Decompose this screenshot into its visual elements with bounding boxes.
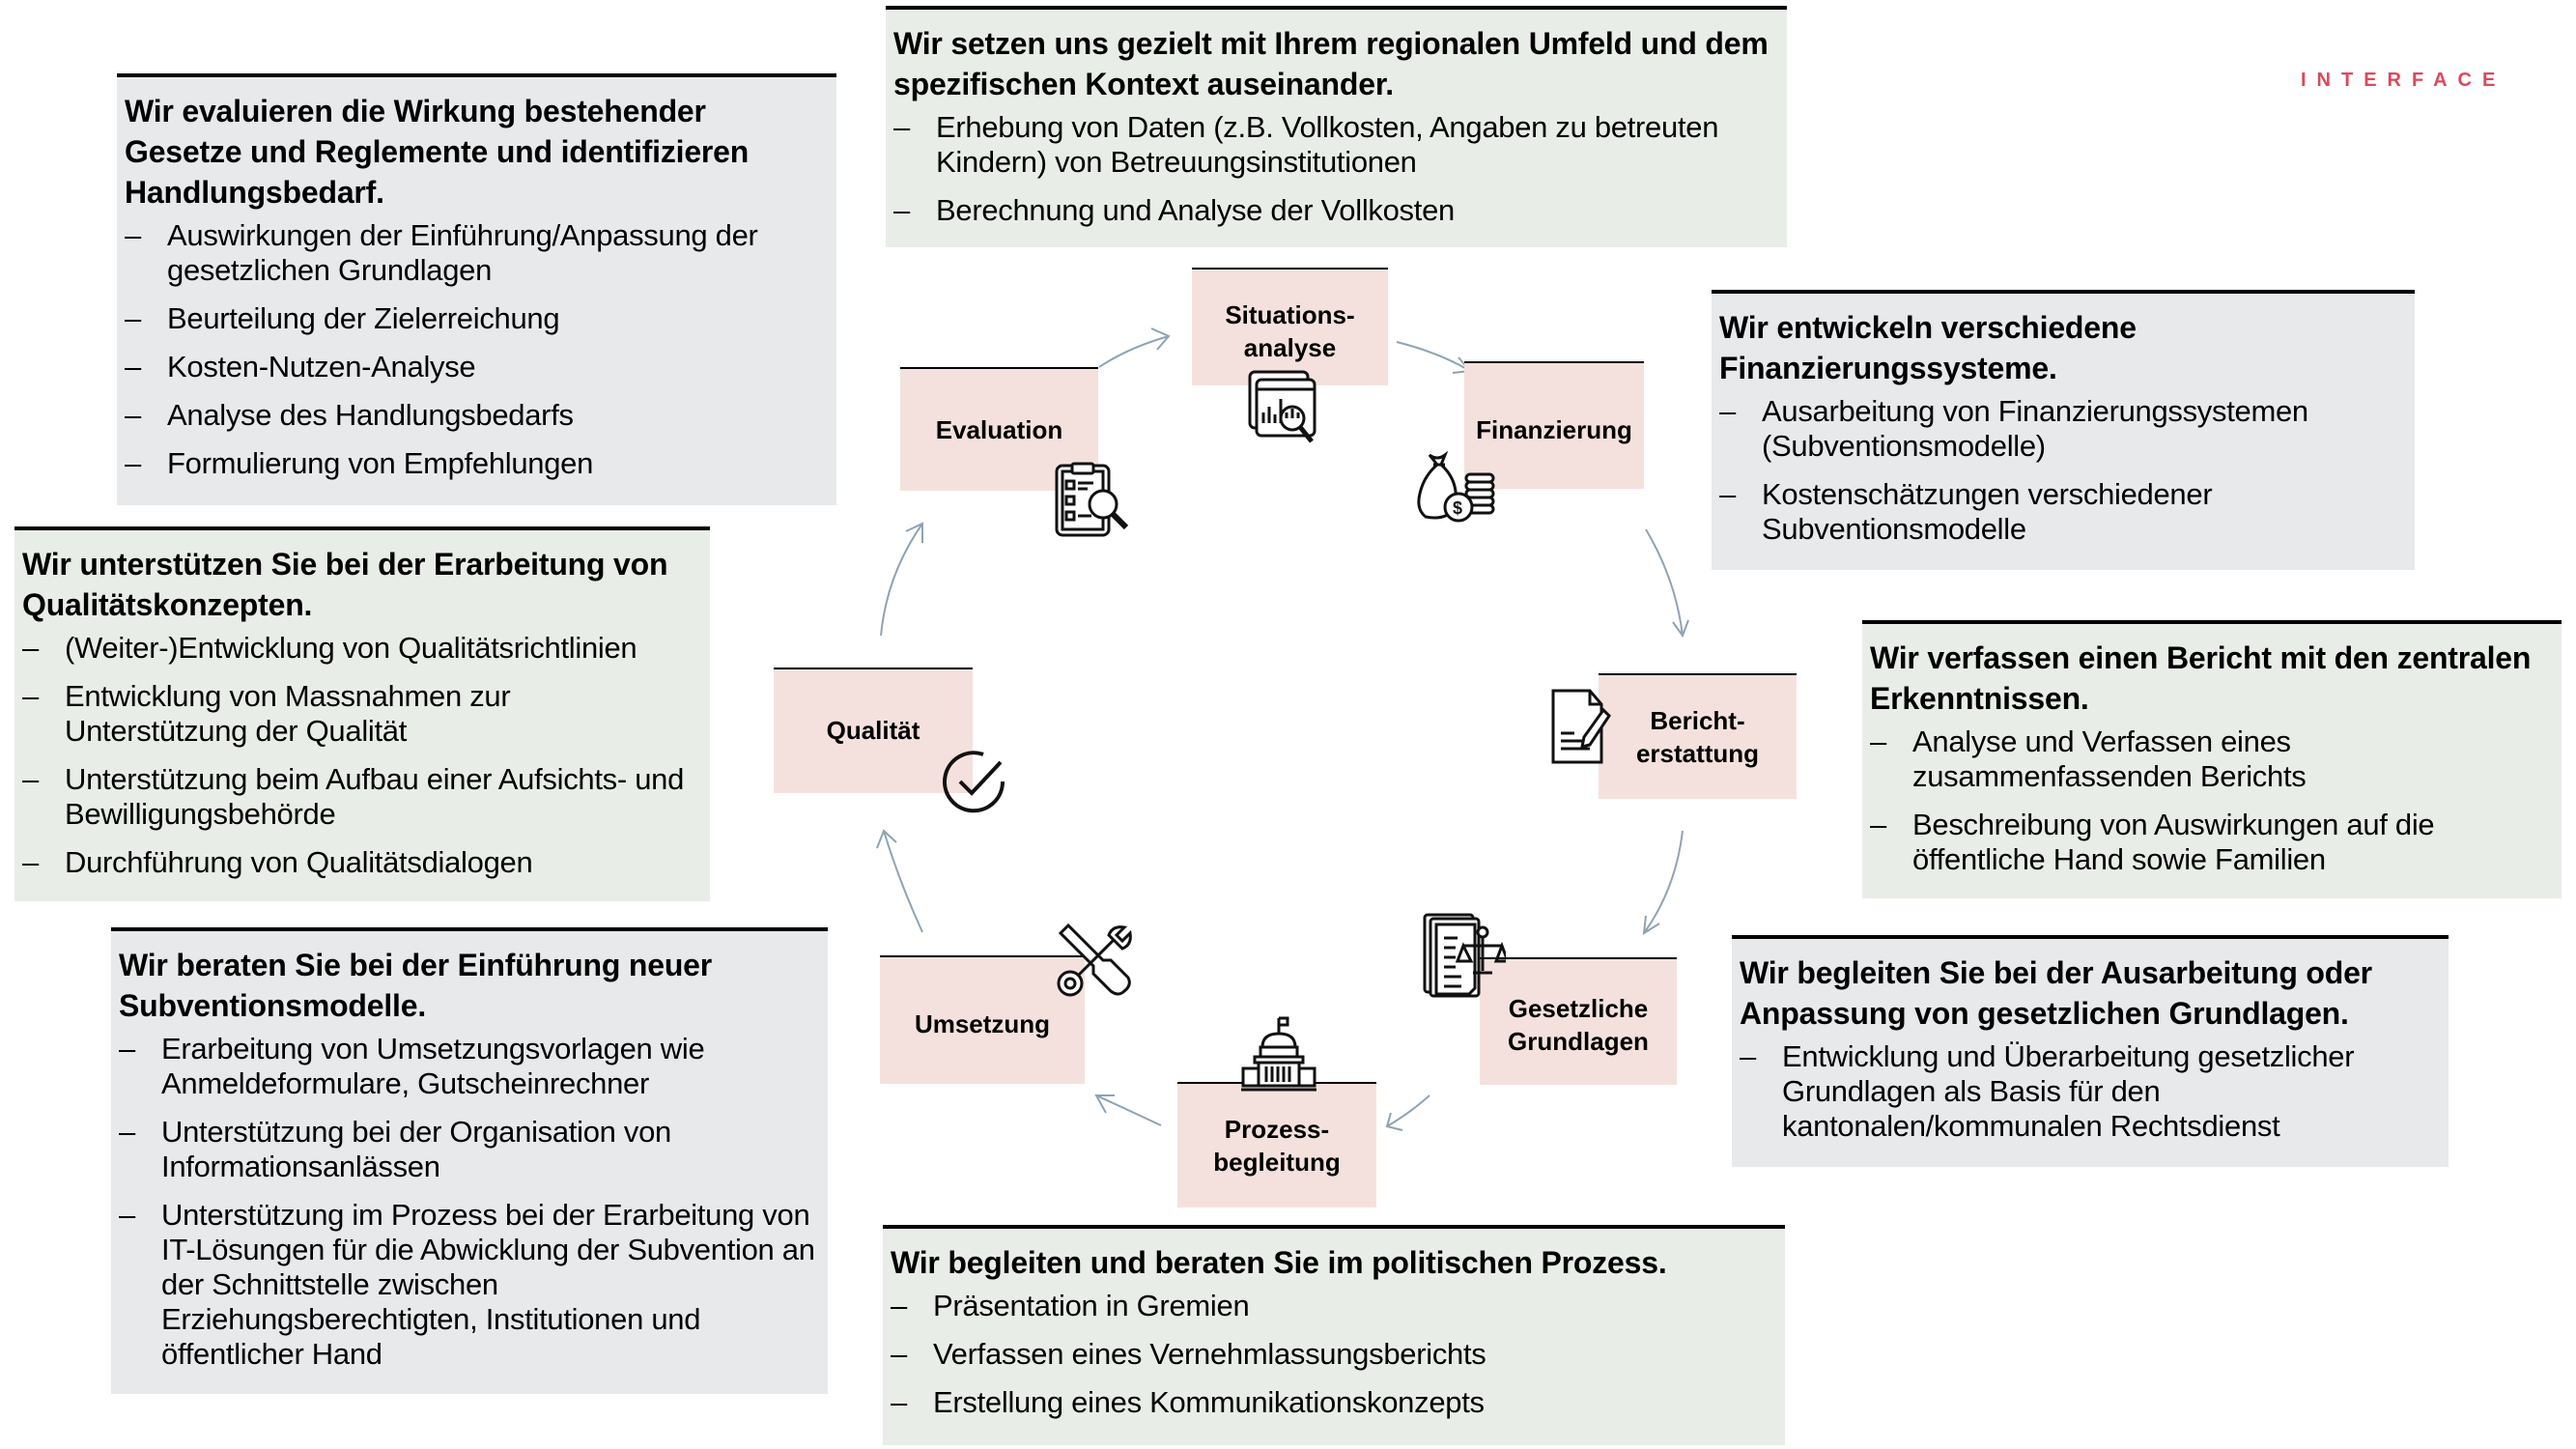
list-item: –Ausarbeitung von Finanzierungssystemen …: [1719, 394, 2308, 463]
list-item: –Entwicklung von Massnahmen zur Unterstü…: [22, 679, 511, 748]
list-item: –Entwicklung und Überarbeitung gesetzlic…: [1740, 1039, 2355, 1143]
arrow-umsetzung-to-qualitaet: [876, 829, 923, 933]
step-prozessbegleitung[interactable]: Prozess- begleitung: [1177, 1082, 1376, 1208]
list-item: –Präsentation in Gremien: [891, 1289, 1250, 1322]
step-label-line1: Prozess-: [1224, 1115, 1330, 1144]
step-label-line2: Grundlagen: [1508, 1027, 1649, 1056]
card-list: –Analyse und Verfassen eines zusammenfas…: [1870, 724, 2552, 877]
step-label-line2: analyse: [1243, 333, 1337, 362]
list-item: –Unterstützung im Prozess bei der Erarbe…: [119, 1198, 815, 1371]
card-list: –Auswirkungen der Einführung/Anpassung d…: [125, 218, 827, 481]
list-item: –Durchführung von Qualitätsdialogen: [22, 845, 533, 879]
list-item: –Kosten-Nutzen-Analyse: [125, 350, 476, 384]
card-list: –(Weiter-)Entwicklung von Qualitätsricht…: [22, 631, 700, 880]
step-label-line1: Bericht-: [1650, 706, 1745, 735]
list-item: –Verfassen eines Vernehmlassungsberichts: [891, 1337, 1486, 1371]
law-documents-icon: [1423, 913, 1506, 998]
list-item: –(Weiter-)Entwicklung von Qualitätsricht…: [22, 631, 637, 665]
card-title: Wir unterstützen Sie bei der Erarbeitung…: [22, 547, 668, 622]
step-umsetzung[interactable]: Umsetzung: [880, 955, 1085, 1084]
step-qualitaet[interactable]: Qualität: [774, 668, 973, 793]
list-item: –Kostenschätzungen verschiedener Subvent…: [1719, 477, 2213, 546]
list-item: –Analyse und Verfassen eines zusammenfas…: [1870, 724, 2307, 793]
card-title: Wir begleiten Sie bei der Ausarbeitung o…: [1740, 955, 2372, 1031]
report-writing-icon: [1551, 689, 1611, 764]
step-label-line1: Gesetzliche: [1508, 994, 1649, 1023]
list-item: –Unterstützung beim Aufbau einer Aufsich…: [22, 762, 685, 831]
step-label-line2: begleitung: [1213, 1148, 1341, 1177]
list-item: –Erarbeitung von Umsetzungsvorlagen wie …: [119, 1032, 705, 1100]
data-analysis-icon: [1248, 370, 1316, 443]
arrow-berichterstattung-to-gesetzliche: [1642, 830, 1684, 935]
step-situationsanalyse[interactable]: Situations- analyse: [1192, 268, 1388, 385]
card-prozessbegleitung: Wir begleiten und beraten Sie im politis…: [883, 1225, 1785, 1445]
card-gesetzliche-grundlagen: Wir begleiten Sie bei der Ausarbeitung o…: [1732, 935, 2449, 1167]
list-item: –Formulierung von Empfehlungen: [125, 446, 594, 480]
arrow-gesetzliche-to-prozessbegleitung: [1385, 1094, 1430, 1131]
card-situationsanalyse: Wir setzen uns gezielt mit Ihrem regiona…: [886, 6, 1787, 247]
list-item: –Berechnung und Analyse der Vollkosten: [893, 193, 1455, 227]
list-item: –Beurteilung der Zielerreichung: [125, 301, 560, 335]
card-qualitaet: Wir unterstützen Sie bei der Erarbeitung…: [14, 526, 710, 901]
arrow-finanzierung-to-berichterstattung: [1645, 528, 1689, 639]
card-list: –Präsentation in Gremien –Verfassen eine…: [891, 1289, 1775, 1420]
check-circle-icon: [943, 751, 1005, 813]
step-label: Umsetzung: [914, 1009, 1051, 1038]
card-evaluation: Wir evaluieren die Wirkung bestehender G…: [117, 73, 836, 505]
list-item: –Unterstützung bei der Organisation von …: [119, 1115, 671, 1183]
money-bag-icon: $: [1417, 451, 1495, 523]
card-list: –Erhebung von Daten (z.B. Vollkosten, An…: [893, 110, 1777, 228]
clipboard-search-icon: [1055, 462, 1129, 537]
card-title: Wir beraten Sie bei der Einführung neuer…: [119, 948, 713, 1023]
tools-icon: [1057, 923, 1132, 997]
card-list: –Ausarbeitung von Finanzierungssystemen …: [1719, 394, 2405, 547]
svg-text:$: $: [1453, 498, 1462, 518]
card-title: Wir verfassen einen Bericht mit den zent…: [1870, 640, 2532, 716]
card-list: –Entwicklung und Überarbeitung gesetzlic…: [1740, 1039, 2439, 1144]
interface-logo: INTERFACE: [2301, 70, 2506, 91]
step-label-line1: Situations-: [1225, 300, 1355, 329]
arrow-qualitaet-to-evaluation: [880, 522, 923, 637]
card-umsetzung: Wir beraten Sie bei der Einführung neuer…: [111, 927, 828, 1394]
list-item: –Beschreibung von Auswirkungen auf die ö…: [1870, 808, 2435, 876]
list-item: –Analyse des Handlungsbedarfs: [125, 398, 574, 432]
card-title: Wir setzen uns gezielt mit Ihrem regiona…: [893, 26, 1769, 101]
step-finanzierung[interactable]: Finanzierung: [1464, 361, 1644, 489]
card-title: Wir evaluieren die Wirkung bestehender G…: [125, 94, 750, 210]
step-gesetzliche-grundlagen[interactable]: Gesetzliche Grundlagen: [1480, 957, 1677, 1085]
card-finanzierung: Wir entwickeln verschiedene Finanzierung…: [1712, 290, 2415, 570]
government-building-icon: [1241, 1016, 1316, 1092]
card-title: Wir entwickeln verschiedene Finanzierung…: [1719, 310, 2137, 385]
step-label: Finanzierung: [1476, 415, 1632, 444]
card-list: –Erarbeitung von Umsetzungsvorlagen wie …: [119, 1032, 818, 1372]
card-title: Wir begleiten und beraten Sie im politis…: [891, 1245, 1667, 1280]
arrow-situationsanalyse-to-finanzierung: [1396, 341, 1472, 374]
list-item: –Auswirkungen der Einführung/Anpassung d…: [125, 218, 758, 287]
step-label-line2: erstattung: [1635, 739, 1760, 768]
list-item: –Erhebung von Daten (z.B. Vollkosten, An…: [893, 110, 1719, 179]
step-berichterstattung[interactable]: Bericht- erstattung: [1599, 673, 1797, 799]
step-label: Qualität: [826, 716, 920, 745]
card-berichterstattung: Wir verfassen einen Bericht mit den zent…: [1862, 620, 2562, 898]
list-item: –Erstellung eines Kommunikationskonzepts: [891, 1385, 1485, 1419]
arrow-evaluation-to-situationsanalyse: [1098, 327, 1171, 368]
step-label: Evaluation: [935, 415, 1063, 444]
arrow-prozessbegleitung-to-umsetzung: [1094, 1094, 1162, 1126]
